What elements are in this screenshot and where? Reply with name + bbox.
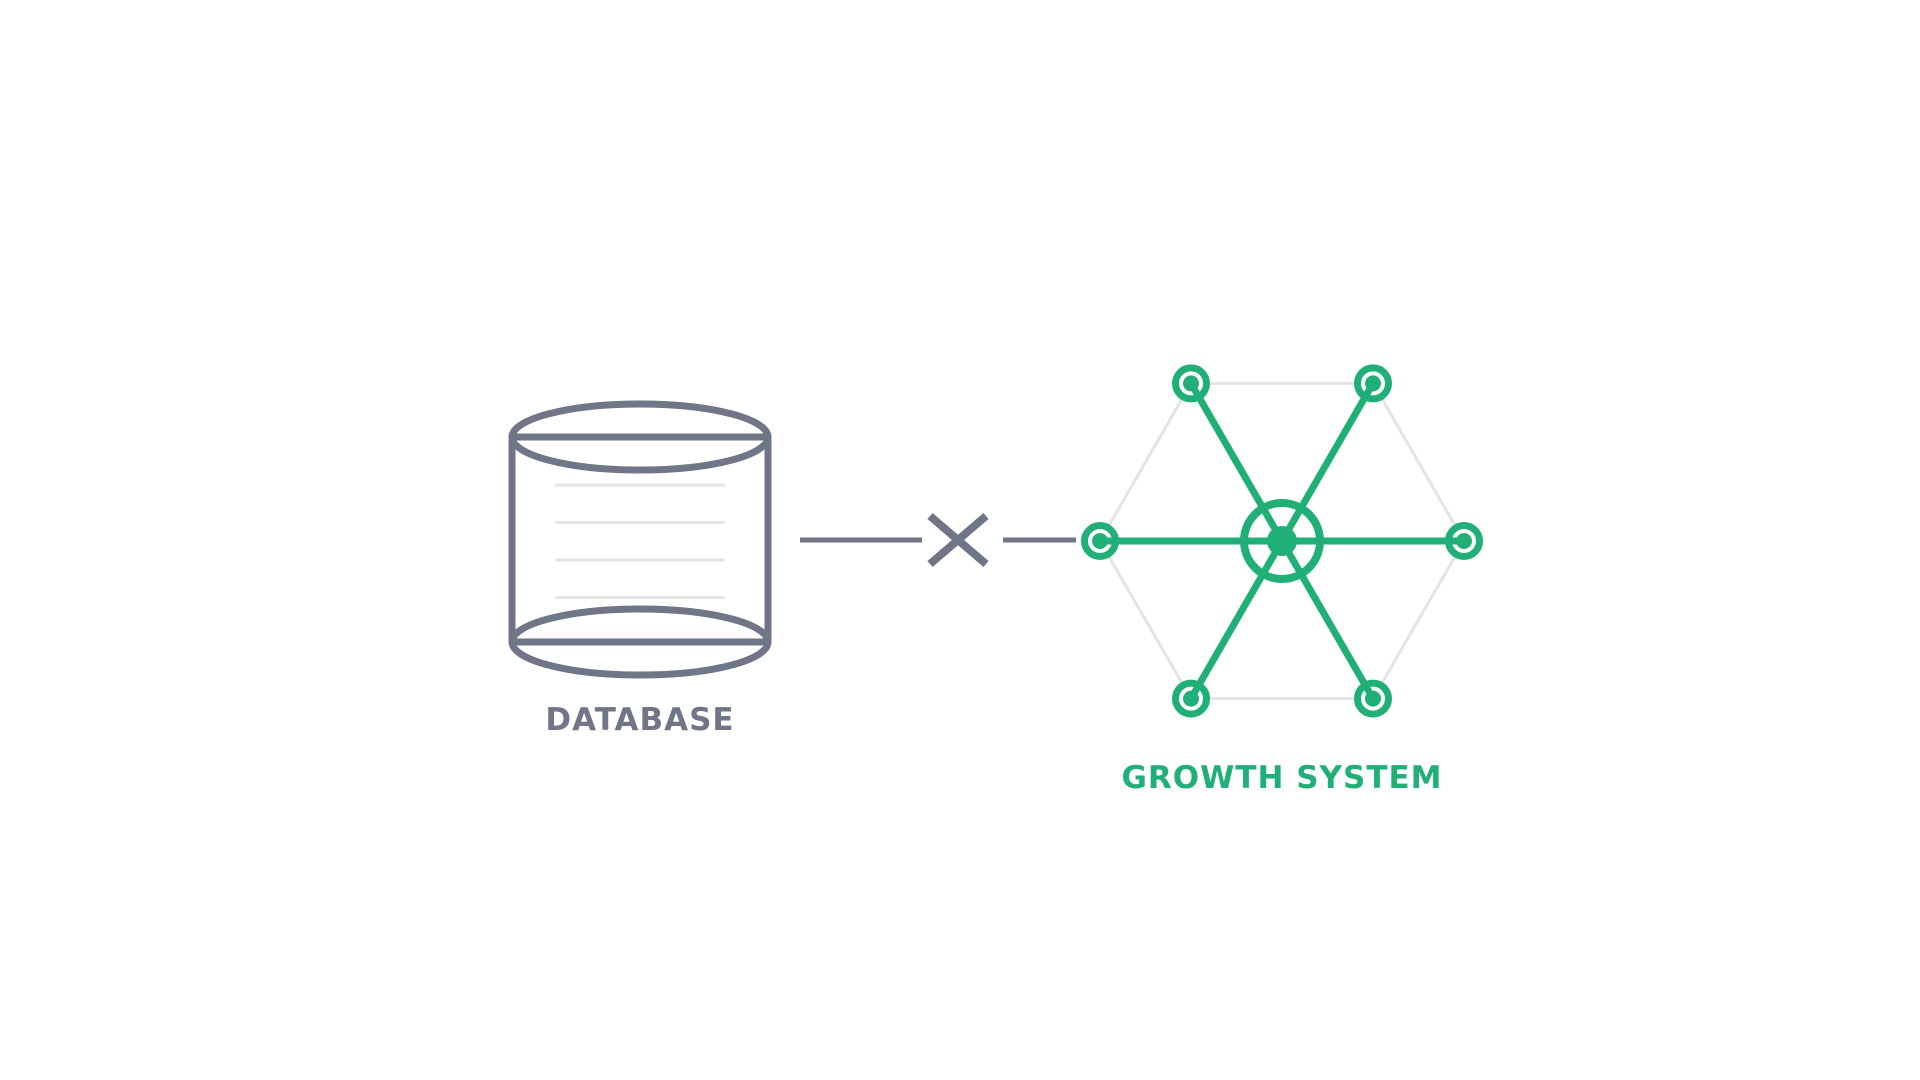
growth-network-icon <box>1081 364 1483 718</box>
growth-system-label: GROWTH SYSTEM <box>1121 760 1443 796</box>
disconnect-x-icon <box>800 512 1076 568</box>
x-stroke-2 <box>927 512 989 568</box>
database-label: DATABASE <box>545 702 735 738</box>
node-dots <box>1092 375 1472 707</box>
database-record-lines <box>555 483 725 599</box>
cylinder-bottom-ellipse <box>508 605 772 679</box>
database-icon <box>508 400 772 679</box>
spokes <box>1100 381 1464 701</box>
cylinder-top-ellipse <box>508 400 772 474</box>
hub-dot <box>1267 526 1297 556</box>
